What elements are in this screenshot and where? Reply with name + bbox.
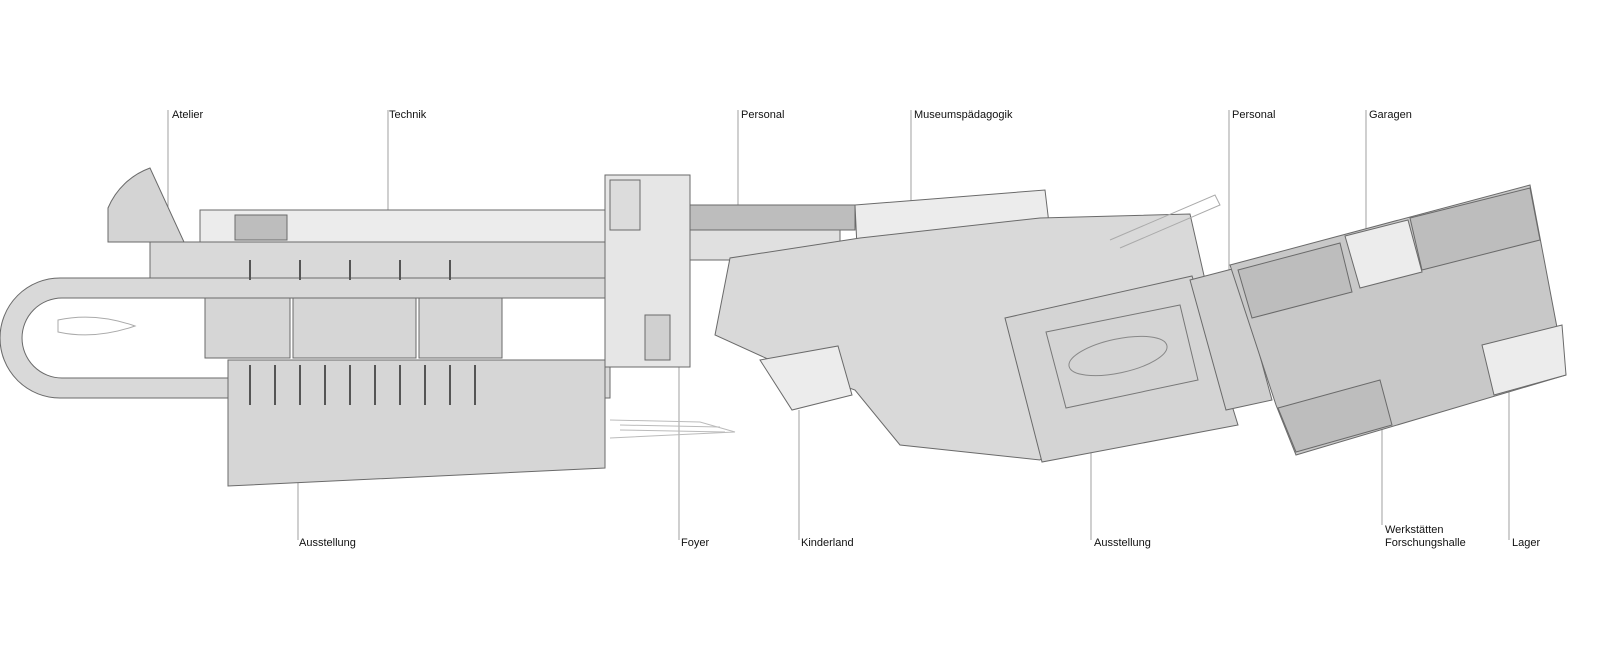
ausstellung-right	[1004, 275, 1239, 463]
outdoor-steps	[609, 419, 736, 439]
label-personal: Personal	[1232, 109, 1276, 121]
label-technik: Technik	[389, 109, 427, 121]
ausstellung-left	[227, 359, 606, 487]
label-forschungshalle: Forschungshalle	[1385, 537, 1466, 549]
room-row	[1237, 242, 1353, 319]
room-row	[1409, 187, 1541, 271]
lager-rooms	[1481, 324, 1567, 396]
boat-outline	[1068, 335, 1168, 377]
wall-fins	[249, 260, 476, 405]
label-werkstaetten: Werkstätten	[1385, 524, 1444, 536]
label-ausstellung: Ausstellung	[299, 537, 356, 549]
label-atelier: Atelier	[172, 109, 204, 121]
room-row	[1277, 379, 1393, 453]
hall-bay	[204, 297, 291, 359]
technik-room	[234, 214, 288, 241]
boat-outline	[57, 316, 137, 336]
hall-bay	[418, 297, 503, 359]
hall-bay	[292, 297, 417, 359]
label-lager: Lager	[1512, 537, 1541, 549]
label-museumspaedagogik: Museumspädagogik	[914, 109, 1013, 121]
atelier-room	[107, 167, 185, 243]
ramp	[1109, 194, 1221, 249]
stair	[644, 314, 671, 361]
label-garagen: Garagen	[1369, 109, 1412, 121]
kinderland-rooms	[759, 345, 853, 411]
personal-link	[1189, 267, 1273, 411]
label-kinderland: Kinderland	[801, 537, 854, 549]
right-wing	[1229, 184, 1567, 456]
label-personal: Personal	[741, 109, 785, 121]
label-foyer: Foyer	[681, 537, 710, 549]
garagen-rooms	[1344, 219, 1423, 289]
middle-wing	[714, 189, 1273, 463]
label-ausstellung: Ausstellung	[1094, 537, 1151, 549]
personal-block	[689, 204, 856, 231]
left-wing	[0, 167, 611, 487]
exhibit-frame	[1045, 304, 1199, 409]
